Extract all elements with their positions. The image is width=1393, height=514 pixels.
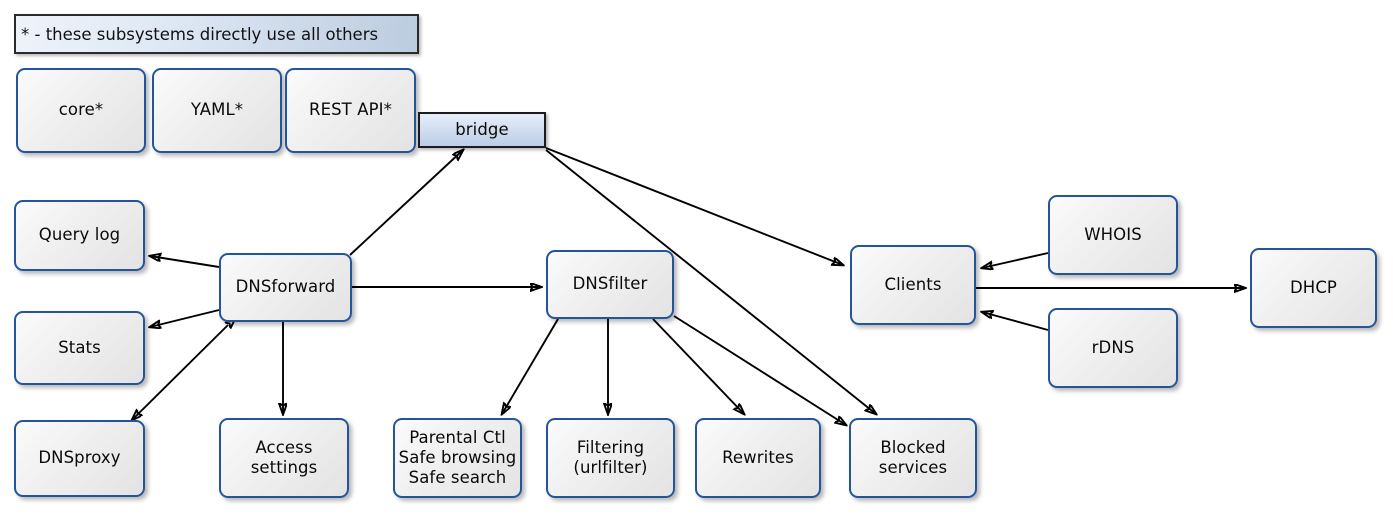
node-whois[interactable]: WHOIS [1048, 195, 1178, 275]
node-access[interactable]: Access settings [219, 418, 349, 498]
node-rdns[interactable]: rDNS [1048, 308, 1178, 388]
edge-dnsfilter-to-parental [502, 318, 559, 414]
node-label-stats: Stats [58, 337, 101, 357]
edge-dnsfilter-to-blocked [673, 315, 846, 425]
node-bridge[interactable]: bridge [418, 112, 546, 148]
legend-note: * - these subsystems directly use all ot… [14, 14, 419, 54]
node-dnsproxy[interactable]: DNSproxy [14, 420, 145, 497]
node-parental[interactable]: Parental Ctl Safe browsing Safe search [393, 418, 522, 498]
edge-dnsforward-to-querylog [150, 256, 220, 268]
node-dnsfilter[interactable]: DNSfilter [546, 250, 674, 319]
node-label-restapi: REST API* [309, 100, 392, 120]
node-label-access: Access settings [250, 437, 318, 477]
node-label-parental: Parental Ctl Safe browsing Safe search [398, 427, 517, 488]
node-restapi[interactable]: REST API* [285, 68, 416, 153]
node-dhcp[interactable]: DHCP [1250, 248, 1377, 328]
node-dnsforward[interactable]: DNSforward [219, 253, 352, 322]
node-label-blocked: Blocked services [878, 437, 948, 477]
legend-note-text: * - these subsystems directly use all ot… [21, 24, 379, 44]
node-rewrites[interactable]: Rewrites [695, 418, 821, 498]
edge-dnsforward-to-dnsproxy [132, 325, 228, 420]
edge-bridge-to-clients [545, 147, 843, 265]
edge-whois-to-clients [982, 252, 1049, 268]
node-yaml[interactable]: YAML* [152, 68, 282, 153]
node-label-querylog: Query log [38, 225, 121, 245]
node-label-filtering: Filtering (urlfilter) [573, 437, 648, 477]
edge-dnsfilter-to-rewrites [652, 318, 744, 414]
node-label-whois: WHOIS [1084, 224, 1142, 244]
edge-rdns-to-clients [982, 312, 1049, 331]
node-label-dnsforward: DNSforward [235, 277, 336, 297]
edge-dnsforward-to-bridge [349, 150, 463, 256]
node-label-dhcp: DHCP [1290, 277, 1337, 297]
node-label-dnsproxy: DNSproxy [38, 448, 121, 468]
edge-bridge-to-blocked [545, 149, 876, 414]
edge-dnsforward-to-stats [150, 309, 220, 327]
node-querylog[interactable]: Query log [14, 200, 145, 271]
node-label-rdns: rDNS [1091, 337, 1135, 357]
node-blocked[interactable]: Blocked services [849, 418, 977, 498]
node-label-dnsfilter: DNSfilter [572, 274, 648, 294]
node-clients[interactable]: Clients [850, 245, 976, 325]
node-label-core: core* [58, 100, 104, 120]
node-stats[interactable]: Stats [14, 311, 145, 385]
node-label-rewrites: Rewrites [722, 447, 794, 467]
node-filtering[interactable]: Filtering (urlfilter) [546, 418, 675, 498]
node-label-yaml: YAML* [190, 100, 244, 120]
node-core[interactable]: core* [16, 68, 146, 153]
node-label-clients: Clients [884, 274, 942, 294]
node-label-bridge: bridge [455, 119, 509, 139]
